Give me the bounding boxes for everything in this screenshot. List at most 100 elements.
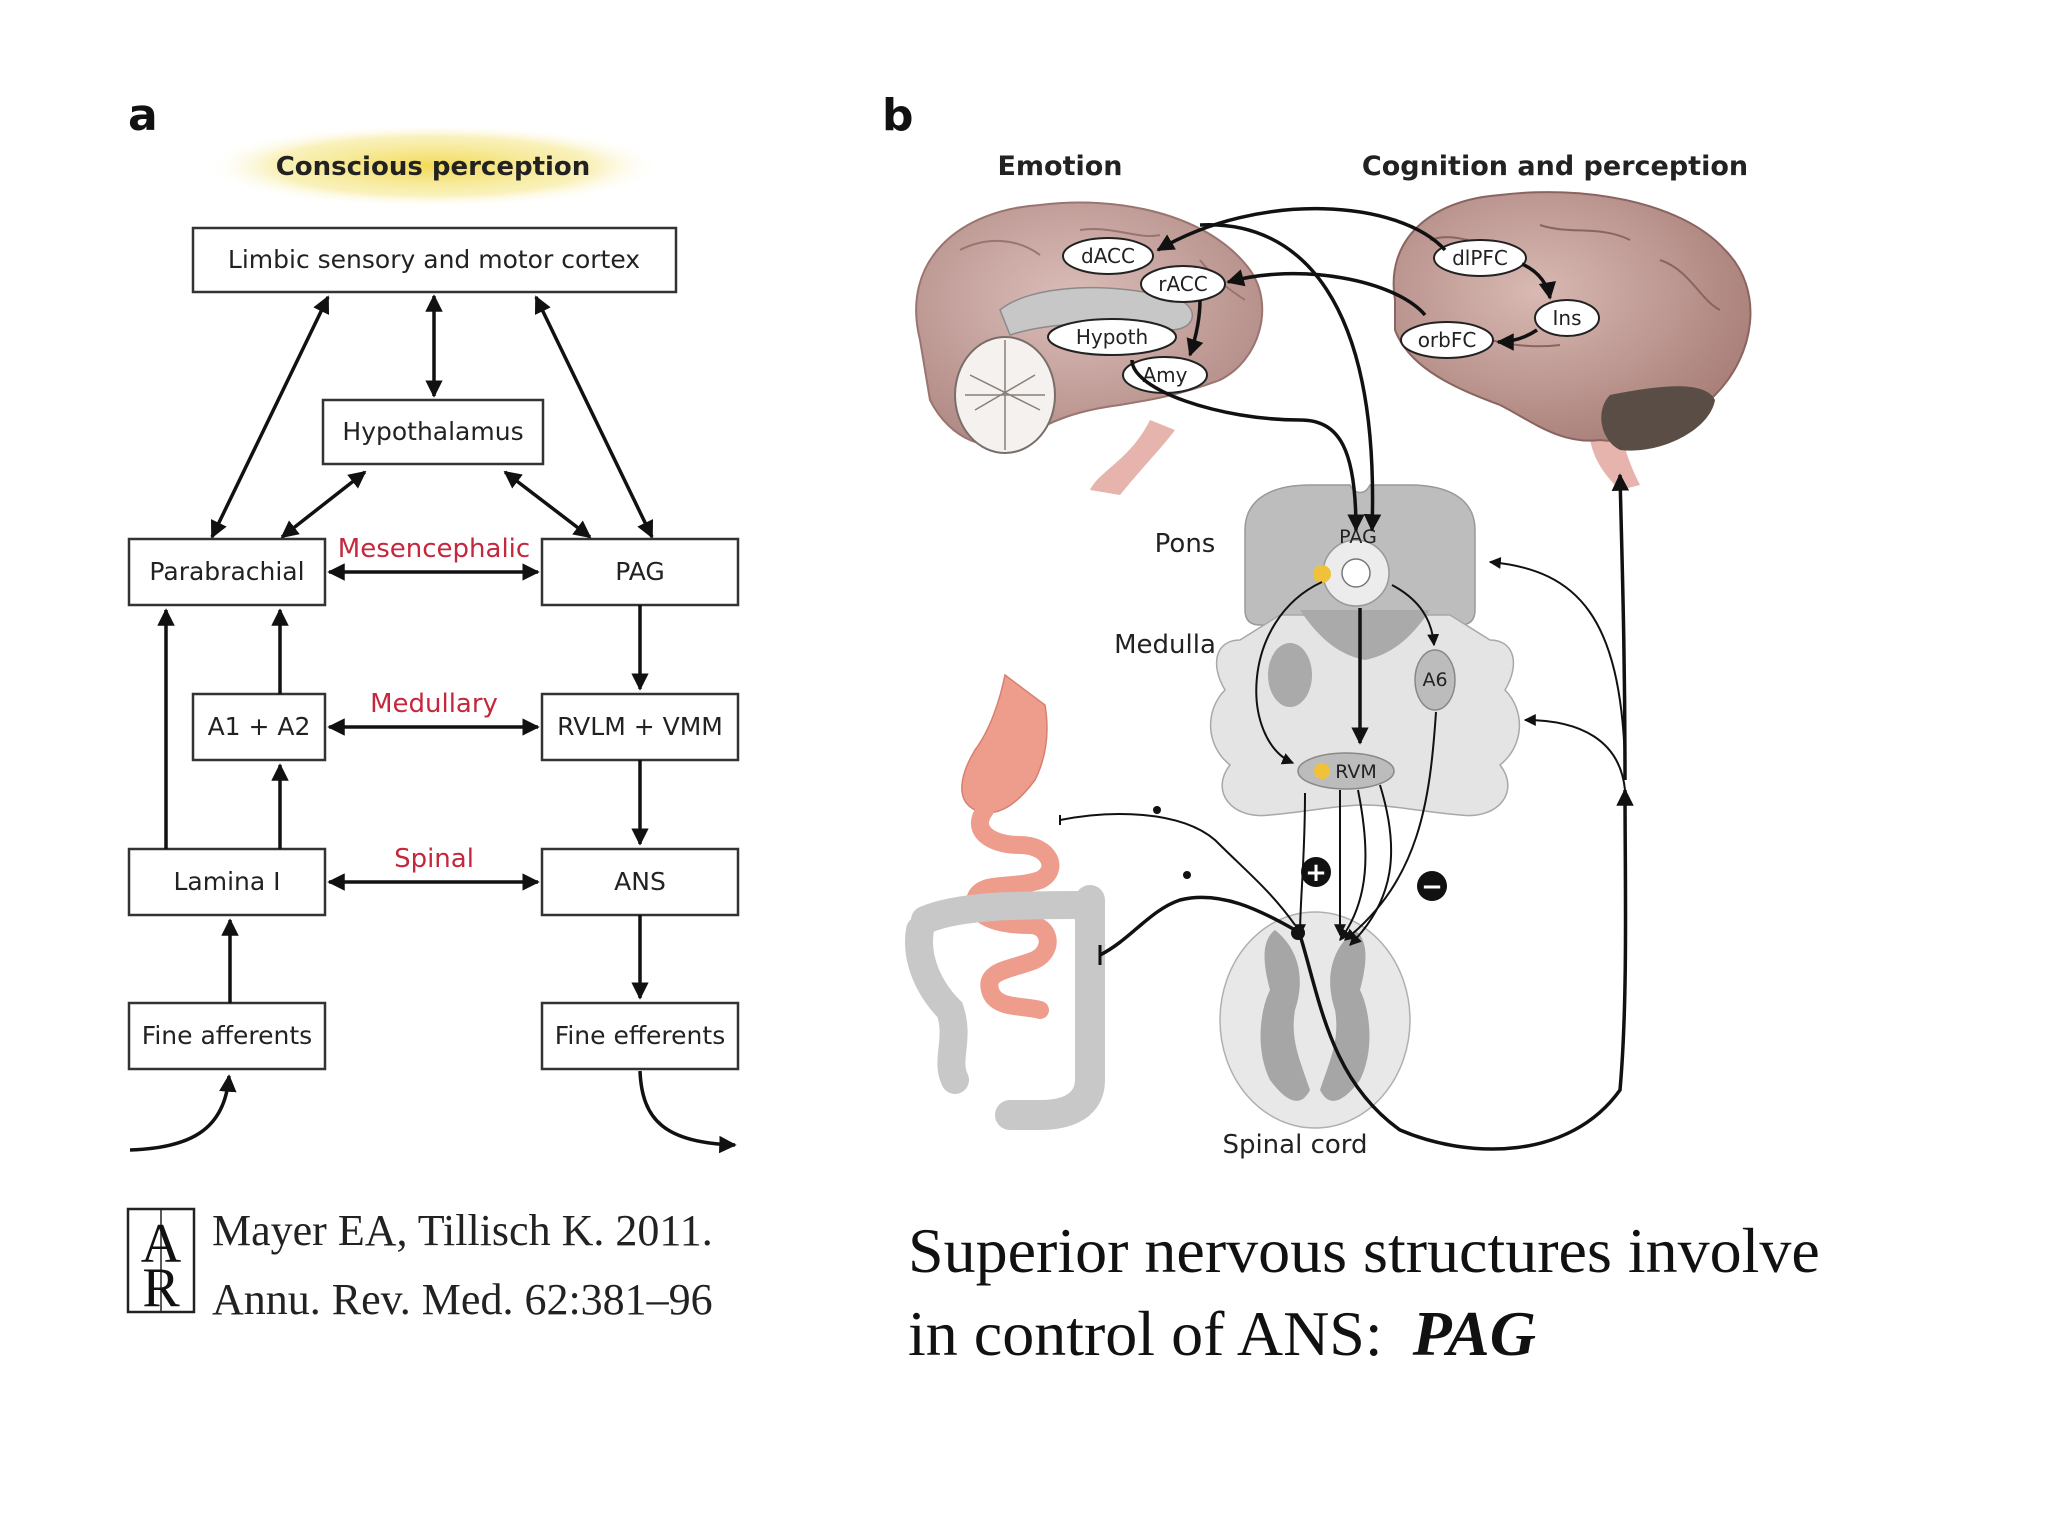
a6-label: A6 [1422, 669, 1447, 691]
caption-block: Superior nervous structures involve in c… [908, 1215, 1820, 1369]
arrow-racc-amy [1186, 299, 1204, 357]
rvm-highlight-dot [1314, 763, 1330, 779]
afferent-fiber-upper [1059, 813, 1296, 926]
parabrachial-label: Parabrachial [149, 557, 304, 586]
racc-oval [1140, 265, 1226, 303]
a1-a2-label: A1 + A2 [208, 712, 311, 741]
panel-a-arrows [129, 294, 737, 1154]
panel-a: a Conscious perception Limbic sensory an… [127, 90, 740, 1154]
arrow-rvm-spinal-4 [1294, 792, 1307, 937]
panel-b: b Emotion Cognition and perception [882, 90, 1752, 1160]
mesencephalic-label: Mesencephalic [338, 534, 530, 564]
hypoth-label: Hypoth [1076, 325, 1148, 349]
panel-b-letter: b [882, 90, 914, 141]
arrow-out-of-efferents [638, 1070, 737, 1154]
arrow-ascending-medulla [1523, 714, 1626, 791]
caption-line-2-prefix: in control of ANS: [908, 1298, 1383, 1369]
dlpfc-oval [1433, 239, 1527, 277]
orbfc-label: orbFC [1418, 328, 1477, 352]
gut-illustration [905, 673, 1105, 1130]
rvm-label: RVM [1335, 761, 1377, 783]
dacc-oval [1062, 237, 1154, 275]
rvlm-vmm-label: RVLM + VMM [557, 712, 723, 741]
limbic-cortex-label: Limbic sensory and motor cortex [228, 245, 640, 274]
annual-reviews-logo-letter-r: R [142, 1257, 180, 1319]
caption-line-1: Superior nervous structures involve [908, 1215, 1820, 1286]
conscious-perception-label: Conscious perception [276, 152, 591, 182]
panel-b-pathways [1059, 206, 1634, 1151]
spinal-cord-illustration [1219, 911, 1411, 1129]
citation-block: A R Mayer EA, Tillisch K. 2011. Annu. Re… [126, 1206, 713, 1324]
arrow-pag-a6 [1391, 584, 1440, 647]
arrow-rvm-spinal-2 [1339, 789, 1367, 941]
plus-sign-circle [1301, 857, 1331, 887]
arrow-dlpfc-dacc [1156, 206, 1447, 252]
ins-label: Ins [1553, 306, 1582, 330]
emotion-label: Emotion [997, 151, 1122, 182]
medullary-label: Medullary [370, 689, 498, 719]
brainstem-illustration [1209, 484, 1521, 817]
medulla-label: Medulla [1114, 630, 1216, 660]
lamina-i-label: Lamina I [173, 867, 280, 896]
fine-afferents-label: Fine afferents [142, 1021, 312, 1050]
pag-label: PAG [615, 557, 665, 586]
minus-sign: − [1421, 872, 1443, 902]
dacc-label: dACC [1081, 244, 1135, 268]
annual-reviews-logo-letter-a: A [141, 1213, 182, 1275]
minus-sign-circle [1417, 871, 1447, 901]
arrow-orbfc-racc [1226, 269, 1427, 317]
citation-line-2: Annu. Rev. Med. 62:381–96 [212, 1275, 713, 1324]
parabrachial-box [127, 537, 327, 607]
conscious-perception-glow [203, 124, 663, 208]
pons-label: Pons [1155, 529, 1216, 559]
arrow-pag-hypothalamus [503, 470, 592, 539]
rvlm-vmm-box [540, 692, 740, 762]
ans-label: ANS [614, 867, 666, 896]
fine-efferents-label: Fine efferents [555, 1021, 725, 1050]
arrow-a6-spinal [1344, 711, 1437, 941]
limbic-cortex-box [191, 226, 678, 294]
caption-emphasis: PAG [1412, 1298, 1536, 1369]
colon-transverse-shape [911, 891, 1099, 934]
medulla-nucleus-shape [1268, 643, 1312, 707]
arrow-ins-orbfc [1496, 328, 1538, 351]
a6-shape [1414, 649, 1456, 711]
dlpfc-label: dlPFC [1452, 246, 1508, 270]
arrow-pag-cortex [534, 295, 654, 539]
arrow-pag-rvm-curve [1255, 581, 1323, 765]
spinal-cord-shape [1219, 911, 1411, 1129]
efferent-fiber [1099, 895, 1296, 957]
arrow-ascending-pons [1488, 556, 1626, 761]
arrow-parabrachial-hypothalamus [280, 470, 367, 539]
spinal-label: Spinal [394, 844, 474, 874]
plus-sign: + [1305, 858, 1327, 888]
hypoth-oval [1047, 318, 1177, 356]
hypothalamus-box [321, 398, 545, 466]
pag-highlight-dot [1313, 565, 1331, 583]
spinal-cord-label: Spinal cord [1222, 1130, 1367, 1160]
arrow-spinal-ascending [1298, 788, 1634, 1151]
orbfc-oval [1400, 321, 1494, 359]
panel-a-letter: a [128, 90, 158, 141]
arrow-parabrachial-cortex [210, 295, 330, 539]
hypothalamus-label: Hypothalamus [342, 417, 523, 446]
caption-line-2: in control of ANS: PAG [908, 1298, 1536, 1369]
a1-a2-box [191, 692, 327, 762]
arrow-into-afferents [129, 1074, 237, 1152]
arrow-dlpfc-ins [1521, 262, 1557, 300]
citation-line-1: Mayer EA, Tillisch K. 2011. [212, 1206, 713, 1255]
arrow-cortex-pag [1199, 223, 1382, 532]
arrow-hypoth-pag [1130, 359, 1365, 532]
rvm-shape [1297, 752, 1395, 790]
colon-ascending-shape [905, 916, 969, 1094]
ins-oval [1534, 299, 1600, 337]
stomach-shape [961, 673, 1048, 814]
arrow-ascending-brain [1611, 473, 1630, 781]
colon-descending-shape [995, 885, 1105, 1130]
fine-afferents-box [127, 1001, 327, 1071]
cognition-label: Cognition and perception [1362, 151, 1748, 182]
arrow-rvm-spinal-3 [1349, 784, 1393, 946]
racc-label: rACC [1158, 272, 1207, 296]
pag-box [540, 537, 740, 607]
